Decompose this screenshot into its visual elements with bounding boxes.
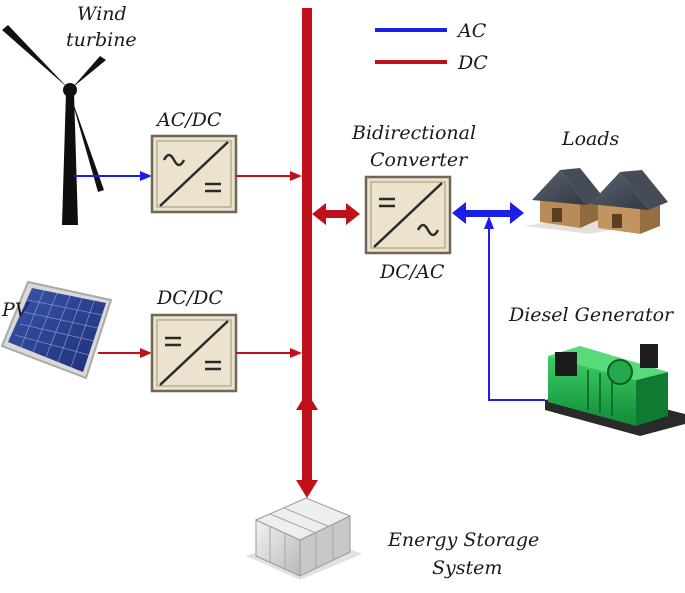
pv-label: PV — [1, 299, 31, 321]
dcdc-label: DC/DC — [156, 287, 223, 309]
legend-dc-label: DC — [457, 52, 488, 74]
solar-panel-icon — [0, 280, 113, 380]
battery-storage-icon — [246, 497, 362, 580]
house-icon — [524, 168, 668, 234]
bidirectional-label-line1: Bidirectional — [351, 122, 476, 144]
dcdc-to-bus-link — [236, 348, 302, 358]
wind-turbine-label-line1: Wind — [77, 3, 127, 25]
loads-label: Loads — [561, 128, 620, 150]
bus-to-storage-link — [296, 392, 318, 498]
ac-wave-icon — [416, 223, 440, 237]
diesel-generator-label: Diesel Generator — [508, 304, 675, 326]
wind-to-acdc-link — [74, 171, 152, 181]
ac-wave-icon — [162, 153, 186, 167]
acdc-converter-block — [150, 134, 238, 214]
pv-to-dcdc-link — [98, 348, 152, 358]
dcdc-converter-block — [150, 313, 238, 393]
wind-turbine-icon — [2, 25, 106, 225]
bidirectional-to-loads-link — [452, 202, 524, 224]
diesel-generator-icon — [545, 344, 685, 436]
ess-label-line2: System — [432, 557, 502, 579]
bidirectional-converter-block — [364, 175, 452, 255]
wind-turbine-label-line2: turbine — [66, 29, 137, 51]
acdc-label: AC/DC — [155, 109, 222, 131]
bus-to-bidirectional-link — [312, 203, 360, 225]
dcac-label: DC/AC — [379, 261, 445, 283]
bidirectional-label-line2: Converter — [370, 149, 469, 171]
legend: AC DC — [375, 20, 488, 74]
ess-label-line1: Energy Storage — [387, 529, 539, 551]
legend-ac-label: AC — [456, 20, 487, 42]
acdc-to-bus-link — [236, 171, 302, 181]
generator-to-ac-link — [484, 216, 545, 401]
dc-bus — [302, 8, 312, 486]
